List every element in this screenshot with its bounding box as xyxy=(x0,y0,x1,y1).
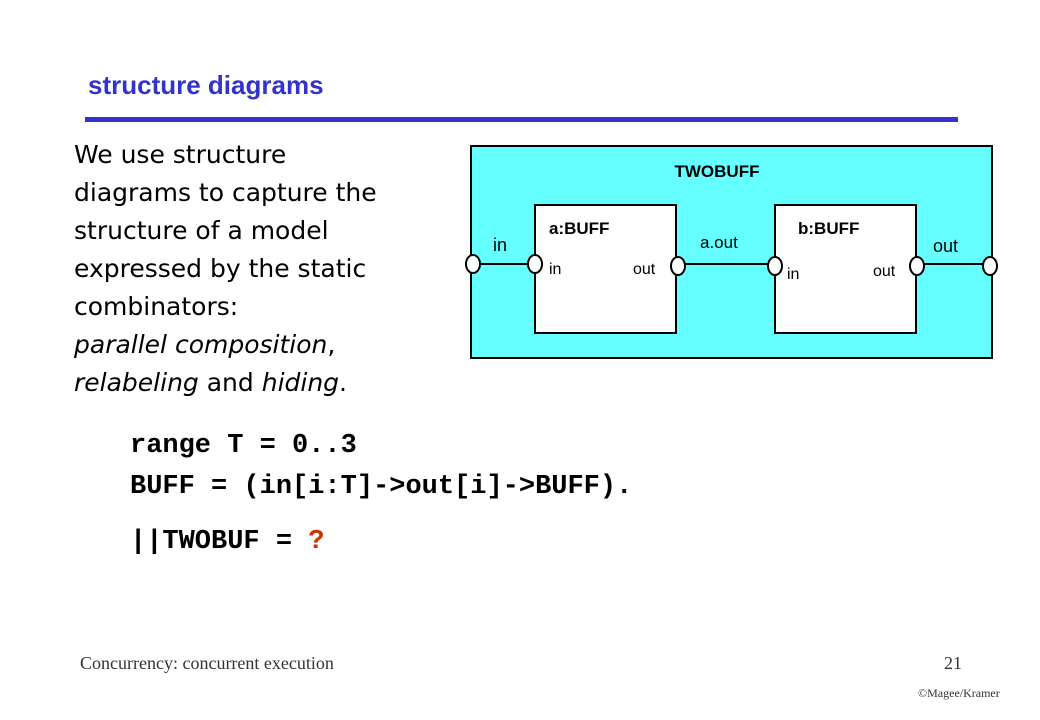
code-line-range: range T = 0..3 xyxy=(130,431,357,461)
outer-in-label: in xyxy=(493,235,507,255)
code-line-buff: BUFF = (in[i:T]->out[i]->BUFF). xyxy=(130,472,633,502)
intro-line-1: We use structure xyxy=(74,140,287,169)
port-a-out xyxy=(670,256,686,276)
code-line-twobuf: ||TWOBUF = ? xyxy=(130,527,324,557)
footer-page-number: 21 xyxy=(944,653,962,673)
intro-line-5: combinators: xyxy=(74,292,239,321)
intro-sep-1: , xyxy=(327,330,336,359)
outer-out-label: out xyxy=(933,236,958,256)
code-question-mark: ? xyxy=(308,527,325,557)
link-label: a.out xyxy=(700,233,738,252)
code-twobuf-prefix: ||TWOBUF = xyxy=(130,527,309,557)
buff-b-box xyxy=(774,204,917,334)
buff-a-label: a:BUFF xyxy=(549,219,609,238)
b-in-label: in xyxy=(787,266,799,283)
a-in-label: in xyxy=(549,261,561,278)
term-relabeling: relabeling xyxy=(74,368,199,397)
intro-line-2: diagrams to capture the xyxy=(74,178,377,207)
a-out-label: out xyxy=(633,261,656,278)
intro-line-4: expressed by the static xyxy=(74,254,367,283)
intro-sep-2: and xyxy=(198,368,262,397)
b-out-label: out xyxy=(873,263,896,280)
port-b-out xyxy=(909,256,925,276)
twobuff-label: TWOBUFF xyxy=(675,162,760,181)
intro-line-7: relabeling and hiding. xyxy=(74,364,444,402)
port-outer-in xyxy=(465,254,481,274)
intro-text: We use structure diagrams to capture the… xyxy=(74,136,444,402)
intro-line-3: structure of a model xyxy=(74,216,329,245)
port-outer-out xyxy=(982,256,998,276)
port-b-in xyxy=(767,256,783,276)
term-parallel-composition: parallel composition xyxy=(74,330,328,359)
port-a-in xyxy=(527,254,543,274)
slide-title: structure diagrams xyxy=(88,70,324,100)
buff-b-label: b:BUFF xyxy=(798,219,859,238)
intro-sep-3: . xyxy=(339,368,347,397)
intro-line-6: parallel composition, xyxy=(74,326,444,364)
title-underline xyxy=(85,117,958,122)
footer-course: Concurrency: concurrent execution xyxy=(80,653,334,673)
footer-copyright: ©Magee/Kramer xyxy=(918,686,1000,700)
term-hiding: hiding xyxy=(261,368,340,397)
